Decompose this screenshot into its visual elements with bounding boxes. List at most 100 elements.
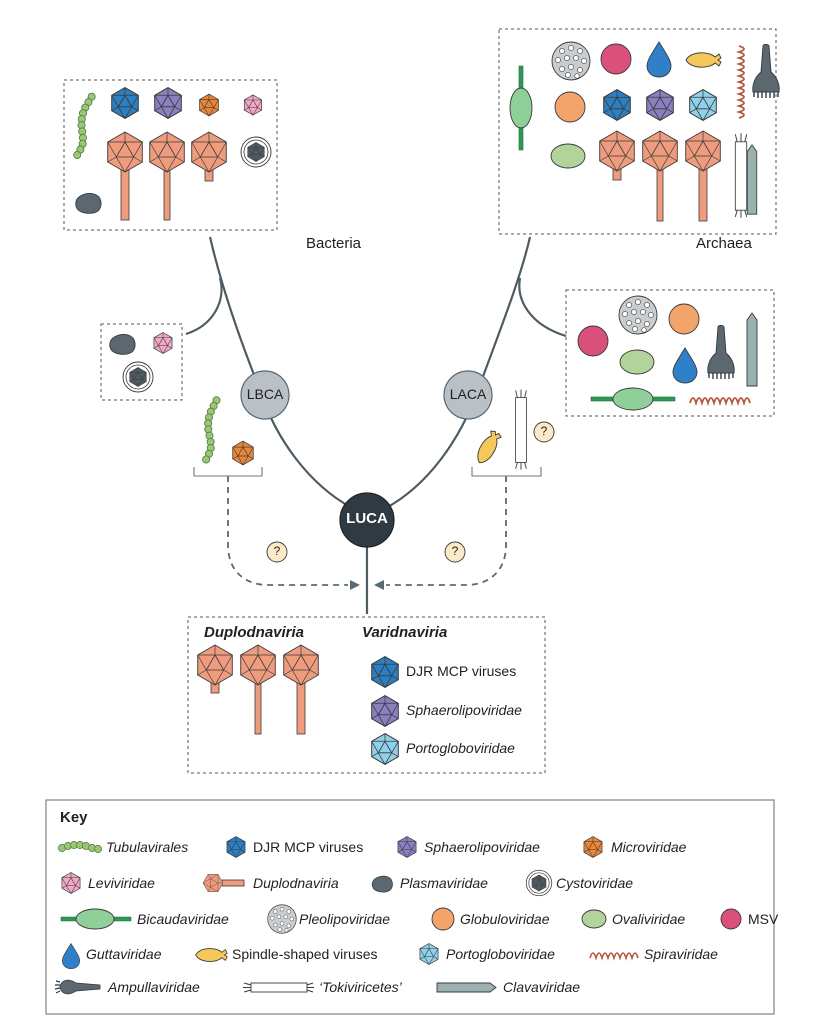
key-label: Ovaliviridae [612,911,686,927]
luca-label: LUCA [346,510,388,527]
luca-node [339,492,395,548]
sphaerolipoviridae-label: Sphaerolipoviridae [406,702,522,718]
key-title: Key [60,809,88,826]
djr-mcp-icon [111,87,139,119]
key-icons [54,836,742,995]
archaea-side-branch [518,277,567,338]
bacteria-branch [208,236,353,509]
key-label: Cystoviridae [556,875,634,891]
duplodnaviria-icon [197,644,319,735]
tubulavirales-icon [69,90,98,161]
spiraviridae-icon [589,952,639,961]
duplodnaviria-icon [202,874,245,892]
ovaliviridae-icon [619,349,655,375]
cystoviridae-icon [123,362,153,392]
key-label: Bicaudaviridae [137,911,229,927]
arrowhead-left [350,580,360,590]
bacteria-label: Bacteria [306,235,362,252]
pleolipoviridae-icon [267,904,297,934]
question-right [444,541,466,563]
archaea-box [498,28,777,235]
key-label: Leviviridae [88,875,155,891]
guttaviridae-icon [646,41,672,78]
key-label: Tubulavirales [106,839,189,855]
tokiviricetes-icon [515,389,527,471]
duplodnaviria-icon [107,131,227,221]
tubulavirales-icon [198,395,223,465]
clavaviridae-icon [746,312,758,387]
globuloviridae-icon [554,91,586,123]
ampullaviridae-icon [707,324,735,380]
duplodnaviria-heading: Duplodnaviria [204,624,305,641]
question-mark: ? [273,544,281,558]
realm-box [187,616,546,774]
clavaviridae-icon [746,144,758,215]
tokiviricetes-icon [243,982,314,993]
leviviridae-icon [153,332,173,354]
lbca-bracket [193,467,263,477]
bicaudaviridae-icon [60,908,132,930]
key-box [45,799,775,1015]
laca-arrow [386,476,507,586]
bacteria-side-branch [185,277,223,336]
ovaliviridae-icon [550,143,586,169]
key-label: Portogloboviridae [446,946,555,962]
spindle-shaped-icon [685,52,722,68]
leviviridae-icon [243,94,263,116]
microviridae-icon [232,440,254,466]
laca-bracket [471,467,542,477]
plasmaviridae-icon [371,875,393,893]
key-label: Clavaviridae [503,979,581,995]
bicaudaviridae-icon [590,387,676,411]
question-left [266,541,288,563]
laca-node [443,370,493,420]
key-label: Guttaviridae [86,946,162,962]
key-label: Duplodnaviria [253,875,339,891]
question-laca [533,421,555,443]
ampullaviridae-icon [54,979,101,995]
pleolipoviridae-icon [618,295,658,335]
djr-mcp-label: DJR MCP viruses [406,663,517,679]
archaea-extant-box [565,289,775,417]
key-label: ‘Tokiviricetes’ [319,979,402,995]
key-label: Spindle-shaped viruses [232,946,378,962]
key-label: Pleolipoviridae [299,911,391,927]
lbca-label: LBCA [246,386,284,402]
key-label: Globuloviridae [460,911,550,927]
pleolipoviridae-icon [551,41,591,81]
globuloviridae-icon [668,303,700,335]
microviridae-icon [199,93,219,117]
spiraviridae-icon [738,45,745,119]
cystoviridae-icon [526,870,552,896]
msv-icon [577,325,609,357]
djr-mcp-icon [603,89,631,121]
key-label: MSV [748,911,779,927]
bacteria-extant-box [100,323,183,401]
cystoviridae-icon [241,137,271,167]
plasmaviridae-icon [109,334,136,355]
portogloboviridae-label: Portogloboviridae [406,740,515,756]
ovaliviridae-icon [581,909,607,929]
laca-label: LACA [449,386,487,402]
ampullaviridae-icon [752,43,780,99]
bacteria-box [63,79,278,231]
key-label: Microviridae [611,839,687,855]
key-label: Spiraviridae [644,946,718,962]
portogloboviridae-icon [689,89,717,121]
globuloviridae-icon [431,907,455,931]
bacteria-viruses [69,87,271,221]
question-mark: ? [540,424,548,438]
portogloboviridae-icon [371,733,399,765]
transfer-arrows [227,476,507,586]
clavaviridae-icon [436,982,497,993]
tubulavirales-icon [58,841,102,853]
duplodnaviria-icon [599,130,721,222]
sphaerolipoviridae-icon [154,87,182,119]
msv-icon [720,908,742,930]
sphaerolipoviridae-icon [371,695,399,727]
spindle-shaped-icon [472,428,504,467]
sphaerolipoviridae-icon [646,89,674,121]
phylogeny-tree [185,236,567,614]
tokiviricetes-icon [734,132,748,219]
key-label: Sphaerolipoviridae [424,839,540,855]
